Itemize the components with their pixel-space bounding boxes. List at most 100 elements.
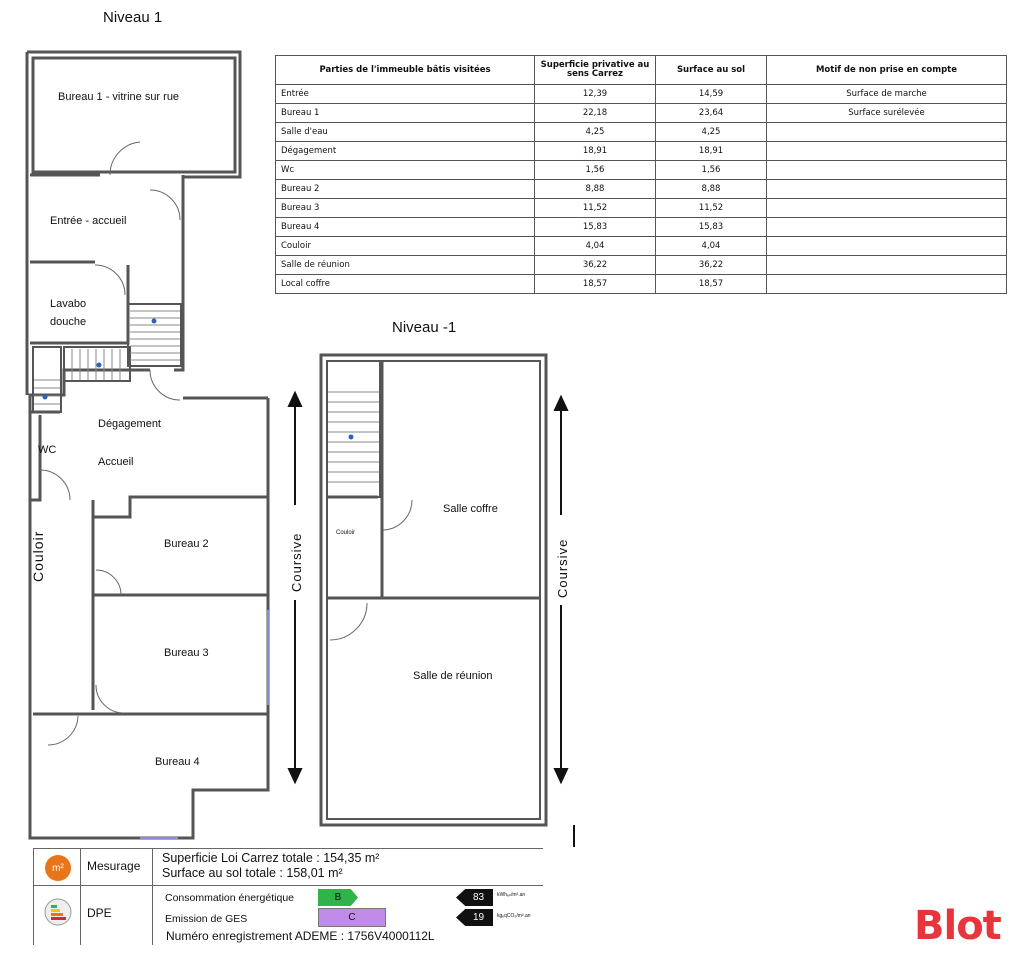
cell-carrez: 1,56 — [534, 160, 656, 180]
room-wc: WC — [38, 444, 57, 456]
ges-value-box: 19 — [456, 909, 493, 926]
cell-carrez: 36,22 — [534, 255, 656, 275]
cell-carrez: 11,52 — [534, 198, 656, 218]
legend-mid-rule — [33, 885, 543, 886]
surface-sol-total: Surface au sol totale : 158,01 m² — [162, 866, 343, 880]
cell-sol: 11,52 — [655, 198, 767, 218]
cell-room: Bureau 1 — [275, 103, 535, 123]
office-column-wall — [91, 495, 268, 710]
cell-motif — [766, 217, 1007, 237]
ges-unit: kgₑqCO₂/m².an — [497, 913, 531, 919]
blot-logo: Blot — [914, 903, 1002, 949]
stair-3-arrow — [42, 394, 48, 400]
conso-class-bar: B — [318, 889, 358, 906]
cell-room: Salle d'eau — [275, 122, 535, 142]
cell-motif — [766, 236, 1007, 256]
cell-sol: 15,83 — [655, 217, 767, 237]
stair-2-treads — [71, 349, 121, 380]
door-arc-couloir-m1 — [381, 499, 413, 531]
cell-room: Entrée — [275, 84, 535, 104]
cell-motif — [766, 179, 1007, 199]
coursive-arrow-down-1 — [287, 768, 303, 785]
door-arc-bureau4 — [47, 715, 79, 746]
cell-carrez: 8,88 — [534, 179, 656, 199]
cell-sol: 4,04 — [655, 236, 767, 256]
coursive-arrow-up-1 — [287, 390, 303, 407]
wc-walls — [30, 410, 60, 502]
stair-1 — [127, 303, 182, 367]
bureau1-walls — [31, 56, 237, 174]
ges-value: 19 — [472, 912, 485, 923]
room-degagement: Dégagement — [98, 418, 161, 430]
conso-class: B — [334, 892, 342, 903]
door-arc-bureau2 — [95, 569, 122, 596]
door-arc-wc — [39, 469, 71, 501]
door-arc-bureau1 — [109, 141, 141, 176]
cell-carrez: 22,18 — [534, 103, 656, 123]
room-bureau3: Bureau 3 — [164, 647, 209, 659]
legend-top-rule — [33, 848, 543, 849]
cell-sol: 4,25 — [655, 122, 767, 142]
room-salle-reunion: Salle de réunion — [413, 670, 493, 682]
room-entree: Entrée - accueil — [50, 215, 127, 227]
door-arc-entree — [149, 189, 181, 221]
coursive-arrow-up-2 — [553, 394, 569, 411]
cell-room: Bureau 4 — [275, 217, 535, 237]
col-header-motif: Motif de non prise en compte — [766, 55, 1007, 85]
coursive-label-1: Coursive — [289, 532, 304, 592]
conso-value: 83 — [472, 892, 485, 903]
coursive-label-2: Coursive — [555, 538, 570, 598]
cell-carrez: 12,39 — [534, 84, 656, 104]
door-arc-reunion — [329, 602, 368, 641]
level1-outer-wall — [27, 50, 270, 840]
mesurage-icon: m² — [45, 855, 71, 881]
cell-carrez: 18,57 — [534, 274, 656, 294]
cell-motif — [766, 141, 1007, 161]
room-bureau4: Bureau 4 — [155, 756, 200, 768]
room-bureau1: Bureau 1 - vitrine sur rue — [58, 91, 180, 103]
couloir-m1-wall — [327, 495, 382, 600]
ges-label: Emission de GES — [165, 913, 248, 925]
legend-col-rule-2 — [152, 848, 153, 945]
col-header-sol: Surface au sol — [655, 55, 767, 85]
col-header-carrez: Superficie privative au sens Carrez — [534, 55, 656, 85]
cell-sol: 18,57 — [655, 274, 767, 294]
stair-m1-arrow — [348, 434, 354, 440]
room-accueil: Accueil — [98, 456, 134, 468]
dpe-icon — [44, 898, 72, 926]
conso-unit: kWhₑₚ/m².an — [497, 892, 526, 898]
ges-class: C — [348, 912, 356, 923]
dpe-label: DPE — [87, 906, 112, 920]
stair-1-arrow — [151, 318, 157, 324]
room-salle-coffre: Salle coffre — [443, 503, 498, 515]
cell-carrez: 15,83 — [534, 217, 656, 237]
room-couloir-m1: Couloir — [336, 530, 356, 536]
ademe-number: Numéro enregistrement ADEME : 1756V40001… — [166, 929, 435, 943]
level-1-inner — [326, 360, 541, 820]
level-1-title: Niveau 1 — [103, 9, 163, 26]
cell-room: Bureau 2 — [275, 179, 535, 199]
cell-motif — [766, 274, 1007, 294]
cell-room: Bureau 3 — [275, 198, 535, 218]
conso-value-box: 83 — [456, 889, 493, 906]
col-header-parties: Parties de l'immeuble bâtis visitées — [275, 55, 535, 85]
stair-m1-treads — [328, 391, 379, 483]
cell-motif: Surface surélevée — [766, 103, 1007, 123]
cell-room: Couloir — [275, 236, 535, 256]
cell-carrez: 4,04 — [534, 236, 656, 256]
door-arc-bureau3 — [95, 684, 125, 714]
cell-motif — [766, 198, 1007, 218]
room-bureau2: Bureau 2 — [164, 538, 209, 550]
stair-2 — [63, 346, 131, 382]
